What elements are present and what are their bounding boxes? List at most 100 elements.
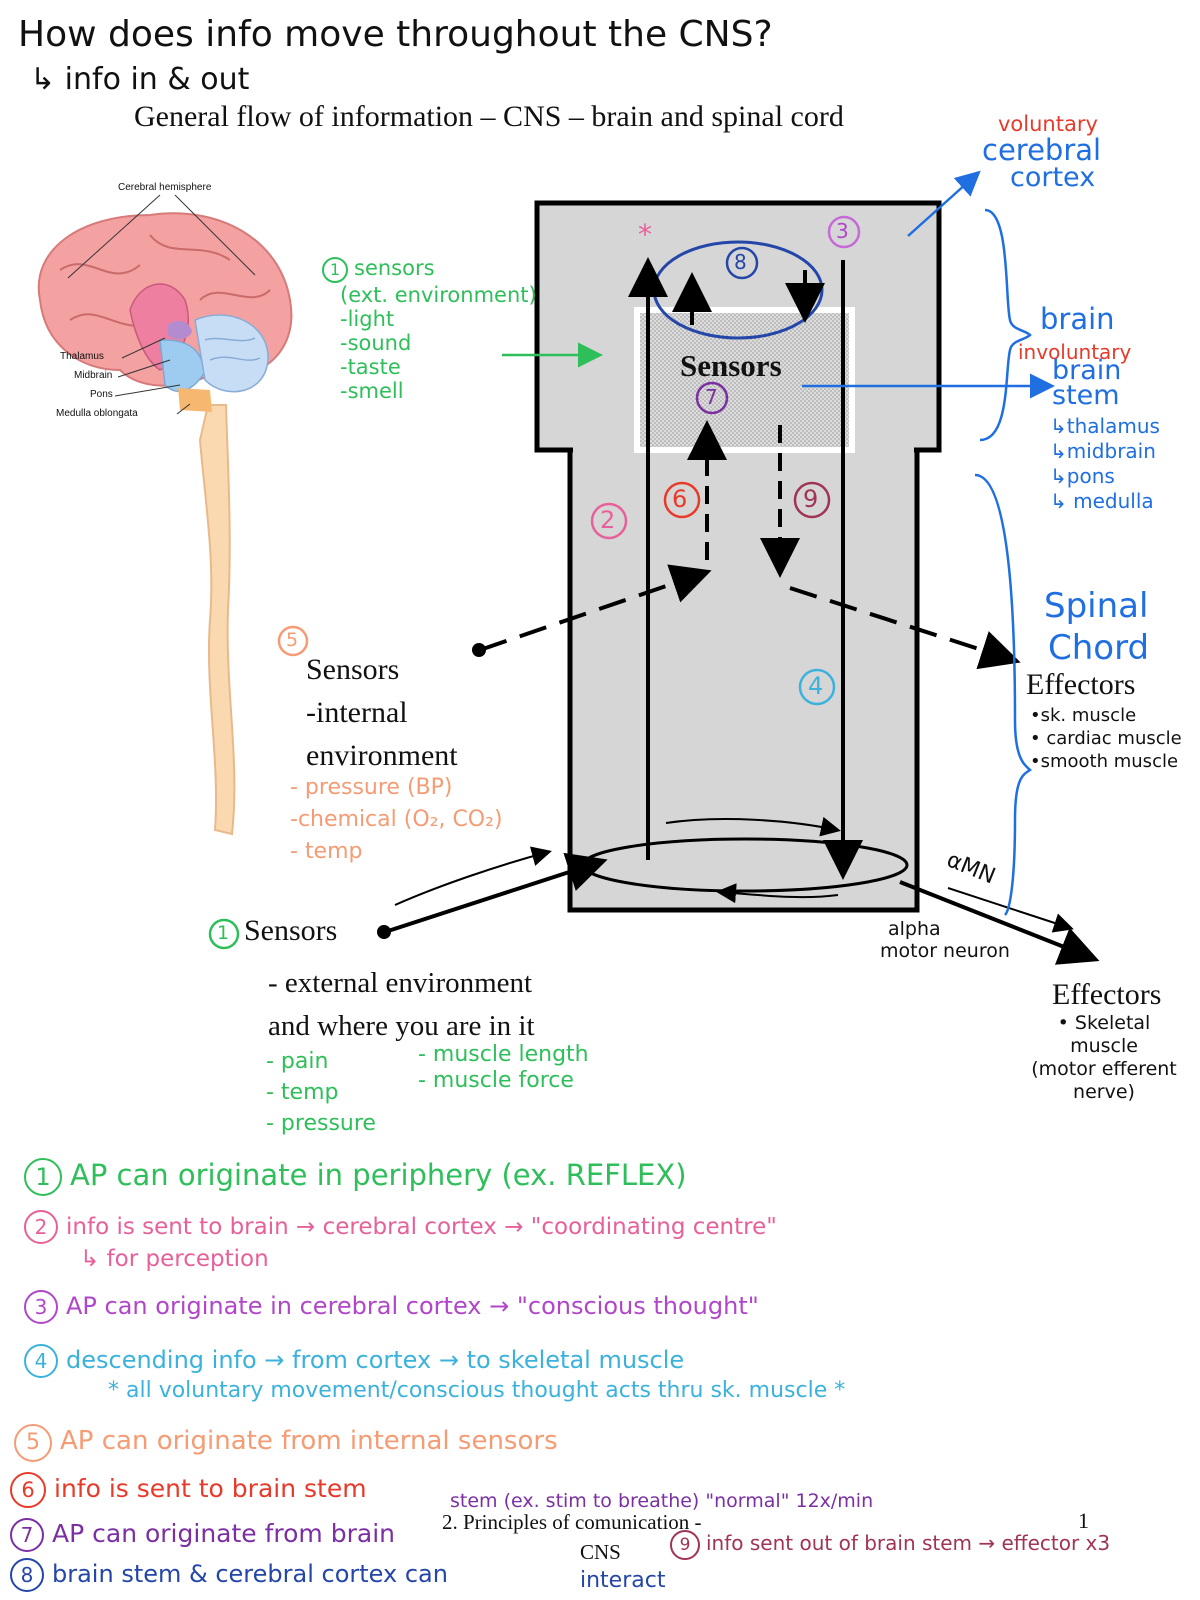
note-2-sub: ↳ for perception	[80, 1246, 269, 1272]
alpha-label: alpha	[888, 918, 941, 940]
effector-item: muscle	[1070, 1035, 1138, 1057]
cerebral-label: cerebral	[982, 133, 1102, 167]
num-circle-7	[695, 381, 729, 415]
ext-sensor-item: -light	[340, 307, 395, 331]
spinal-label-1: Spinal	[1044, 586, 1149, 626]
brainstem-part: ↳ medulla	[1050, 489, 1154, 513]
num-7: 7	[705, 385, 718, 409]
brain-braces	[802, 170, 1055, 916]
brainstem-label-2: stem	[1052, 380, 1120, 411]
effectors-top-list: •sk. muscle • cardiac muscle •smooth mus…	[1030, 704, 1182, 773]
footer-title: 2. Principles of comunication -	[442, 1510, 702, 1534]
page-subheading: ↳ info in & out	[30, 62, 250, 97]
label-thalamus: Thalamus	[60, 351, 104, 362]
note-4-sub: * all voluntary movement/conscious thoug…	[108, 1378, 846, 1403]
ext-sensors-sub: (ext. environment)	[340, 283, 537, 307]
brainstem-label-1: brain	[1052, 355, 1122, 386]
internal-sensor-dot	[472, 643, 486, 657]
note-2-number: 2	[24, 1210, 58, 1244]
effector-item: •sk. muscle	[1030, 705, 1137, 726]
external-sensors-right-list: - muscle length - muscle force	[418, 1042, 589, 1094]
effector-item: (motor efferent	[1031, 1058, 1177, 1080]
label-midbrain: Midbrain	[74, 370, 113, 381]
external-sensors-desc: - external environment and where you are…	[268, 967, 535, 1042]
num-1-note: 1	[322, 257, 348, 283]
footer-title-2: CNS	[580, 1540, 621, 1564]
note-4-number: 4	[24, 1344, 58, 1378]
external-sensor-item: - pain	[266, 1049, 329, 1074]
note-8-number: 8	[10, 1558, 44, 1592]
num-9: 9	[803, 485, 819, 513]
internal-sensors-label: Sensors -internal environment	[306, 653, 458, 772]
brain-label: brain	[1040, 302, 1115, 336]
note-9-number: 9	[670, 1530, 700, 1560]
num-8: 8	[734, 250, 747, 274]
page-question: How does info move throughout the CNS?	[18, 14, 773, 55]
voluntary-label: voluntary	[998, 112, 1098, 136]
num-4: 4	[808, 672, 824, 700]
num-circle-4	[798, 668, 836, 706]
ext-sensors-title: sensors	[354, 256, 435, 280]
ext-sensor-item: -smell	[340, 379, 404, 403]
brainstem-parts-list: ↳thalamus ↳midbrain ↳pons ↳ medulla	[1050, 414, 1160, 514]
note-5-number: 5	[14, 1424, 52, 1462]
note-6-number: 6	[10, 1472, 46, 1508]
note-1-number: 1	[24, 1158, 62, 1196]
num-2: 2	[600, 506, 616, 534]
num-circle-6	[663, 481, 701, 519]
brainstem-part: ↳pons	[1050, 464, 1115, 488]
label-cerebral-hemisphere: Cerebral hemisphere	[118, 182, 212, 193]
effector-item: •smooth muscle	[1030, 751, 1179, 772]
effectors-top-title: Effectors	[1026, 668, 1136, 701]
num-circle-2	[590, 502, 628, 540]
spinal-label-2: Chord	[1048, 628, 1150, 668]
cortex-label: cortex	[1010, 162, 1096, 193]
external-sensor-dot	[377, 925, 391, 939]
star-marker: *	[638, 218, 652, 251]
external-sensor-item: - muscle length	[418, 1042, 589, 1067]
label-medulla: Medulla oblongata	[56, 408, 138, 419]
note-6-sub: stem (ex. stim to breathe) "normal" 12x/…	[450, 1490, 874, 1512]
external-sensor-item: - pressure	[266, 1111, 376, 1136]
internal-sensor-item: -chemical (O₂, CO₂)	[290, 807, 503, 832]
effector-item: • Skeletal	[1057, 1012, 1151, 1034]
note-3-number: 3	[24, 1290, 58, 1324]
effector-item: • cardiac muscle	[1030, 728, 1182, 749]
num-circle-1-diagram	[208, 918, 240, 950]
effector-item: nerve)	[1073, 1081, 1135, 1103]
num-1-diagram: 1	[217, 922, 230, 944]
internal-sensor-item: - pressure (BP)	[290, 775, 453, 800]
brainstem-part: ↳thalamus	[1050, 414, 1160, 438]
printed-title: General flow of information – CNS – brai…	[134, 100, 844, 133]
pathways	[384, 257, 1100, 965]
internal-sensor-item: - temp	[290, 839, 363, 864]
external-sensor-item: - temp	[266, 1080, 339, 1105]
brainstem-part: ↳midbrain	[1050, 439, 1156, 463]
external-sensor-item: - muscle force	[418, 1068, 574, 1093]
ext-sensor-item: -taste	[340, 355, 401, 379]
note-7-number: 7	[10, 1518, 44, 1552]
ext-sensor-item: -sound	[340, 331, 412, 355]
num-6: 6	[672, 485, 688, 513]
num-circle-9	[793, 481, 831, 519]
external-sensors-left-list: - pain - temp - pressure	[266, 1046, 376, 1139]
num-circle-5	[277, 625, 309, 657]
sensors-inside-label: Sensors	[680, 348, 782, 383]
num-circle-8	[725, 246, 759, 280]
effectors-bottom-list: • Skeletal muscle (motor efferent nerve)	[1016, 1012, 1192, 1104]
brain-illustration	[37, 194, 293, 836]
label-pons: Pons	[90, 389, 113, 400]
cns-box	[534, 200, 942, 913]
involuntary-label: involuntary	[1018, 340, 1132, 364]
note-8-sub: interact	[580, 1568, 666, 1593]
